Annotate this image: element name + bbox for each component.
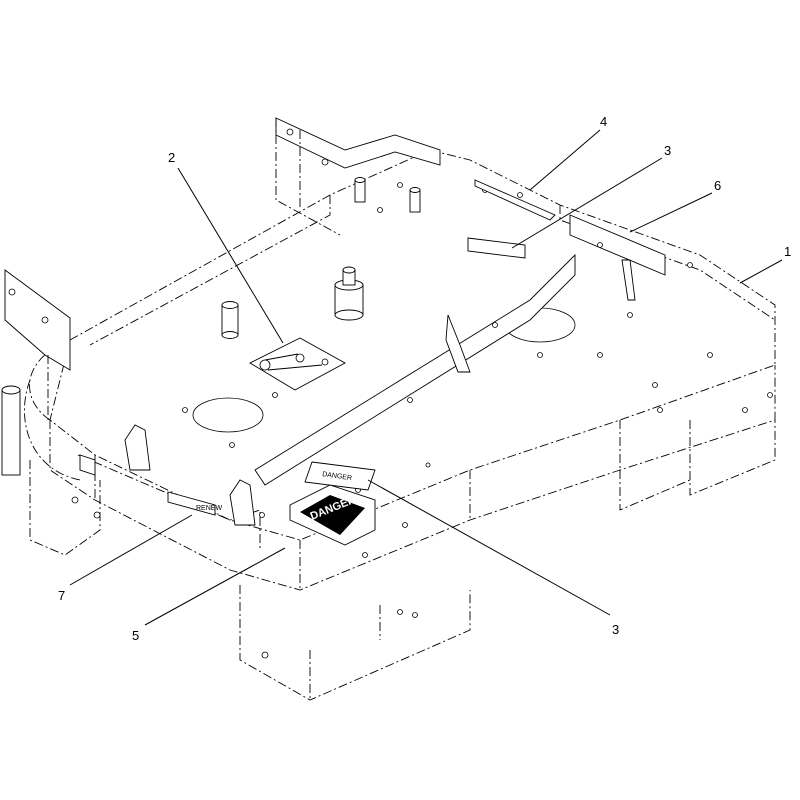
leader-7 (69, 514, 193, 586)
side-decal-text: RENEW (196, 505, 222, 512)
leader-6 (629, 192, 713, 233)
danger-decal-large: DANGER (289, 484, 376, 546)
hitch-brackets (79, 424, 256, 526)
callout-3-top: 3 (664, 143, 671, 158)
leader-1 (739, 259, 783, 284)
leader-3b (367, 479, 611, 616)
deck-shell (24, 149, 776, 591)
baffle-plates (254, 214, 666, 486)
callout-2: 2 (168, 150, 175, 165)
danger-decal-small: DANGER (304, 461, 376, 491)
callout-1: 1 (784, 244, 791, 259)
center-spindle (334, 266, 364, 321)
leader-5 (144, 547, 286, 626)
side-decal-strip: RENEW (167, 491, 222, 516)
callout-5: 5 (132, 628, 139, 643)
callout-4: 4 (600, 114, 607, 129)
leader-3a (511, 157, 663, 249)
callout-3-bottom: 3 (612, 622, 619, 637)
pivot-post (1, 385, 21, 476)
left-front-bracket (4, 269, 71, 420)
small-decal-top (467, 237, 526, 259)
leader-2 (177, 167, 284, 344)
leader-4 (529, 129, 601, 191)
front-skirt-left (29, 454, 261, 556)
callout-6: 6 (714, 178, 721, 193)
callout-7: 7 (58, 588, 65, 603)
rear-mount-bracket (275, 117, 441, 236)
leader-lines (69, 129, 783, 626)
danger-decal-small-text: DANGER (322, 471, 353, 482)
front-skirt-right (239, 420, 776, 701)
idler-pins (221, 177, 421, 339)
callout-labels: 2 4 3 6 1 3 5 7 (58, 114, 791, 643)
belt-routing-decal (249, 337, 346, 391)
rear-decal-strip (474, 179, 556, 221)
